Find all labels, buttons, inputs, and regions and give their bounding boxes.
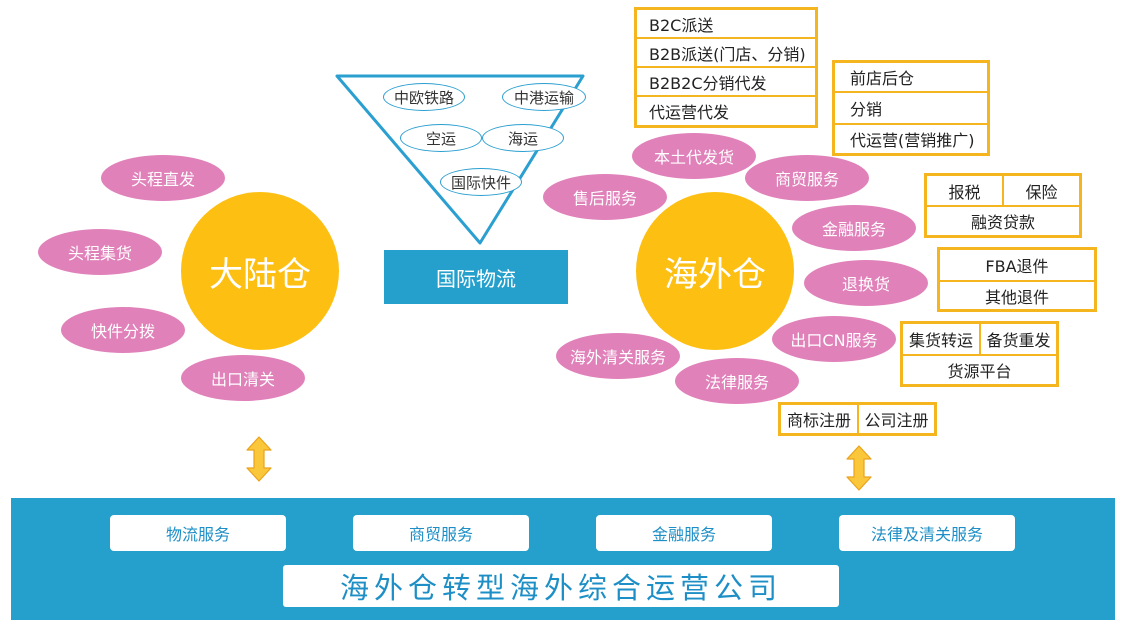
cn-restock: 备货重发 <box>986 331 1051 350</box>
logistics-mode-sea: 海运 <box>482 124 564 152</box>
international-logistics-banner: 国际物流 <box>384 250 568 304</box>
logistics-mode-air: 空运 <box>400 124 482 152</box>
overseas-service-trade: 商贸服务 <box>745 155 869 201</box>
overseas-service-local-fulfillment: 本土代发货 <box>632 133 756 179</box>
mainland-service-direct: 头程直发 <box>101 155 225 201</box>
cn-options-box: 集货转运 备货重发 货源平台 <box>900 321 1059 387</box>
delivery-b2c: B2C派送 <box>649 15 714 35</box>
delivery-options-box: B2C派送 B2B派送(门店、分销) B2B2C分销代发 代运营代发 <box>634 7 818 128</box>
logistics-mode-express: 国际快件 <box>440 168 522 196</box>
trade-agency-marketing: 代运营(营销推广) <box>850 131 975 150</box>
returns-options-box: FBA退件 其他退件 <box>937 247 1097 312</box>
returns-other: 其他退件 <box>984 287 1049 307</box>
delivery-b2b: B2B派送(门店、分销) <box>649 44 806 64</box>
returns-fba: FBA退件 <box>985 257 1049 276</box>
logistics-funnel <box>335 74 585 245</box>
delivery-b2b2c: B2B2C分销代发 <box>649 73 767 93</box>
finance-tax: 报税 <box>948 182 981 202</box>
bottom-service-legal-customs: 法律及清关服务 <box>839 515 1015 551</box>
bottom-service-trade: 商贸服务 <box>353 515 529 551</box>
overseas-service-customs: 海外清关服务 <box>556 333 680 379</box>
mainland-warehouse-label: 大陆仓 <box>209 254 311 295</box>
mainland-service-express-distribution: 快件分拨 <box>61 307 185 353</box>
trade-storefront: 前店后仓 <box>850 69 915 88</box>
legal-company: 公司注册 <box>864 411 929 430</box>
overseas-service-returns: 退换货 <box>804 260 928 306</box>
finance-insurance: 保险 <box>1025 182 1058 202</box>
finance-options-box: 报税 保险 融资贷款 <box>924 173 1082 238</box>
overseas-warehouse-label: 海外仓 <box>664 254 766 295</box>
mainland-warehouse-circle: 大陆仓 <box>181 192 339 350</box>
cn-consolidation: 集货转运 <box>908 331 973 350</box>
legal-trademark: 商标注册 <box>786 411 851 430</box>
logistics-mode-rail: 中欧铁路 <box>383 83 465 111</box>
mainland-service-export-customs: 出口清关 <box>181 355 305 401</box>
delivery-agency: 代运营代发 <box>649 103 730 122</box>
trade-options-box: 前店后仓 分销 代运营(营销推广) <box>832 60 990 156</box>
overseas-service-finance: 金融服务 <box>792 205 916 251</box>
cn-sourcing-platform: 货源平台 <box>947 362 1012 381</box>
bottom-service-finance: 金融服务 <box>596 515 772 551</box>
overseas-warehouse-circle: 海外仓 <box>636 192 794 350</box>
right-double-arrow-icon <box>846 445 872 491</box>
logistics-mode-hk-transport: 中港运输 <box>502 83 586 111</box>
bottom-title: 海外仓转型海外综合运营公司 <box>283 565 839 607</box>
trade-distribution: 分销 <box>850 100 883 119</box>
overseas-service-after-sales: 售后服务 <box>543 174 667 220</box>
legal-options-box: 商标注册 公司注册 <box>778 402 937 436</box>
left-double-arrow-icon <box>246 436 272 482</box>
bottom-service-logistics: 物流服务 <box>110 515 286 551</box>
overseas-service-legal: 法律服务 <box>675 358 799 404</box>
overseas-service-export-cn: 出口CN服务 <box>772 316 896 362</box>
mainland-service-consolidation: 头程集货 <box>38 229 162 275</box>
finance-loans: 融资贷款 <box>970 213 1035 232</box>
